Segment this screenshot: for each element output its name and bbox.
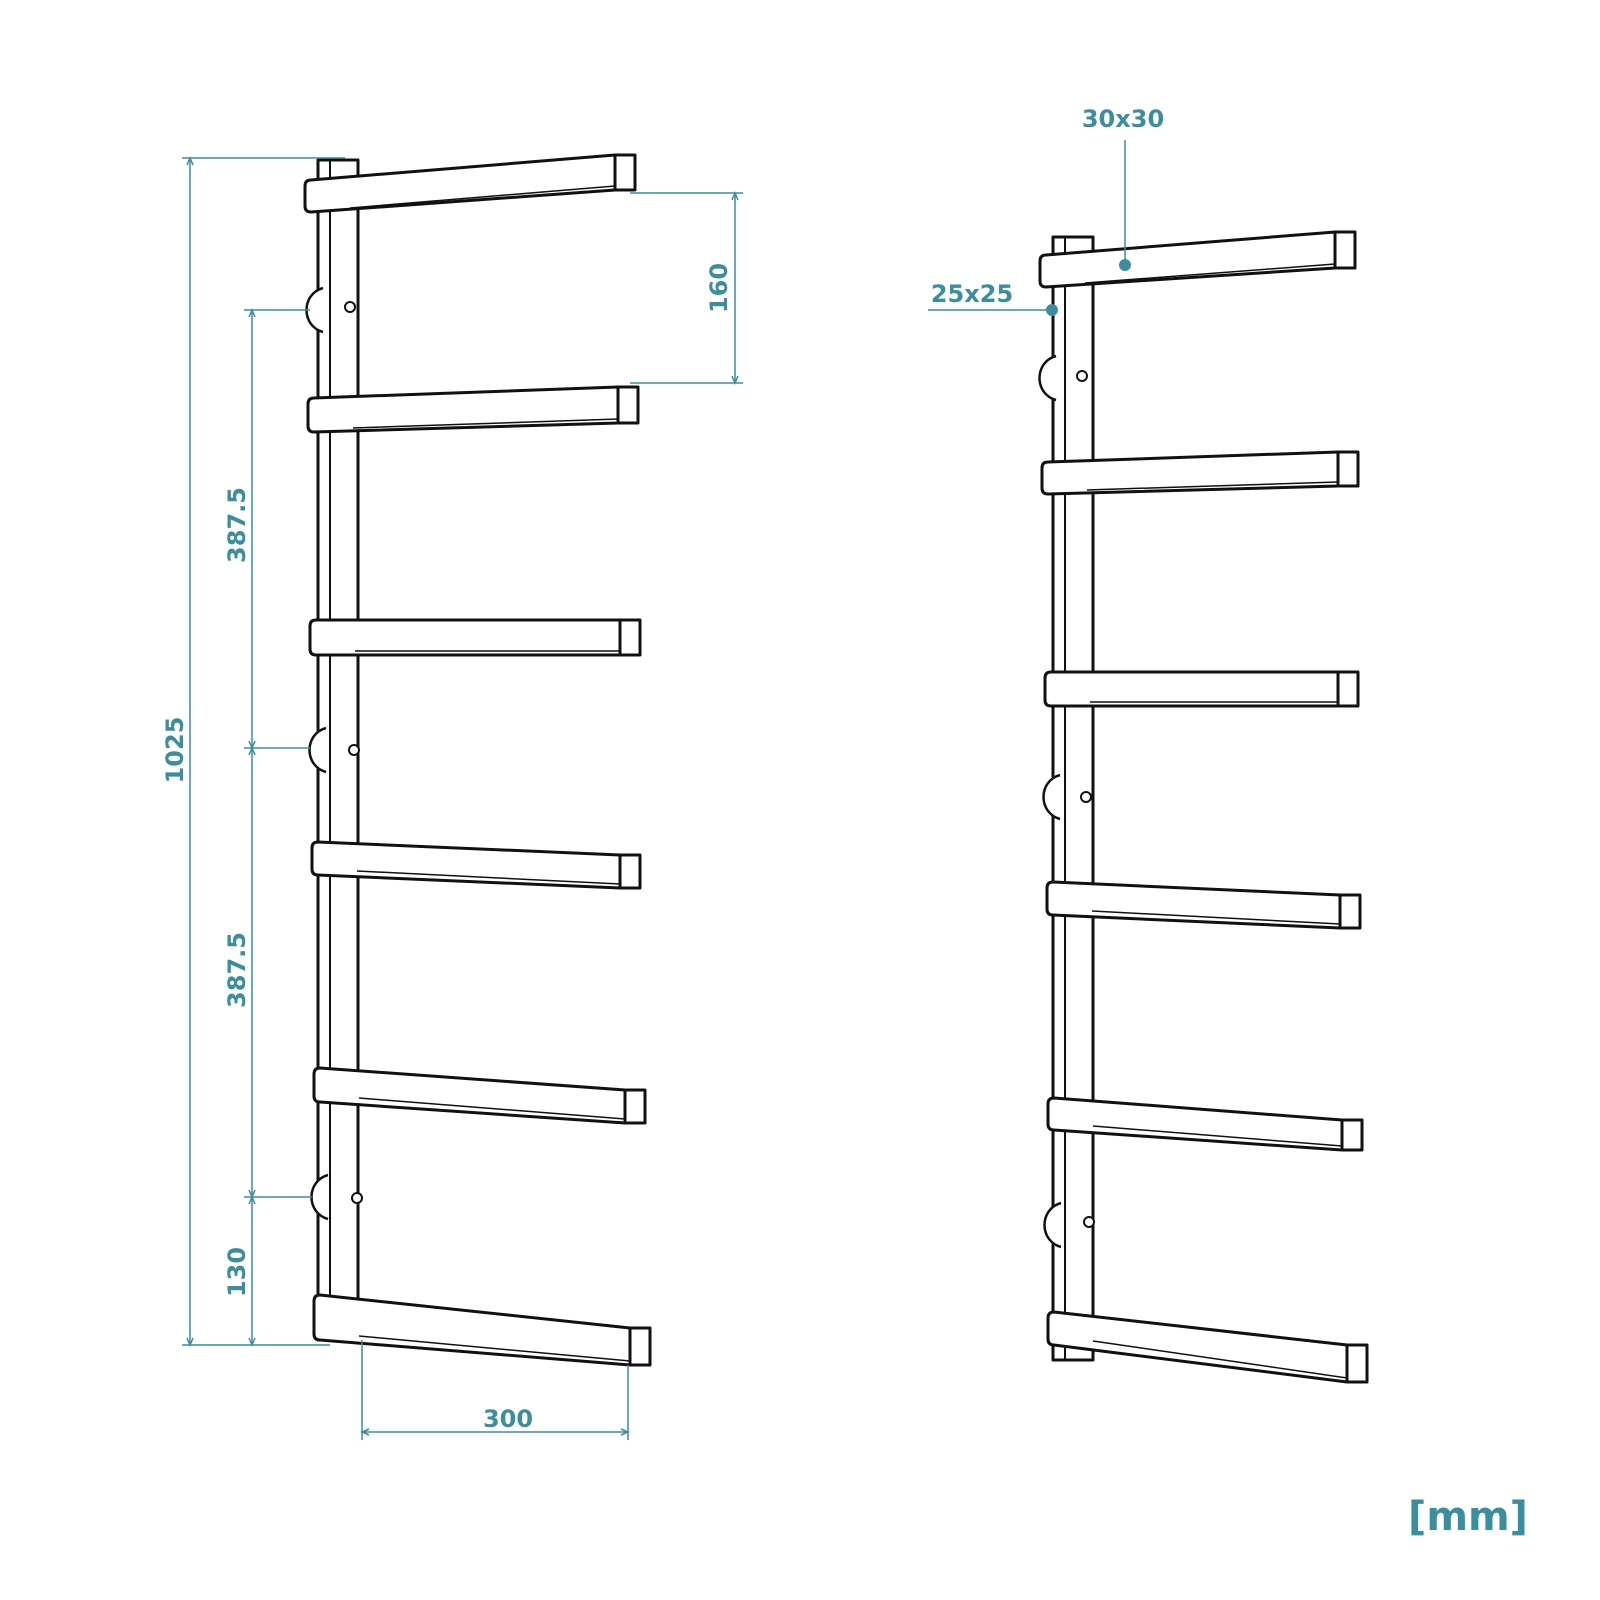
shelf-arm — [310, 840, 622, 890]
arm-end-face — [1336, 670, 1360, 708]
arm-edge-line — [1092, 1340, 1348, 1379]
keyhole-bracket — [1038, 354, 1057, 402]
dim-spacing-lower-label: 387.5 — [223, 932, 251, 1008]
dimension-arrow — [248, 308, 256, 318]
dimension-arrow — [248, 746, 256, 756]
shelf-arm — [1043, 670, 1340, 708]
arm-edge-line — [352, 418, 619, 429]
keyhole-bracket — [1043, 1201, 1062, 1249]
callout-dot — [1046, 304, 1058, 316]
dim-arm-depth-label: 300 — [483, 1405, 533, 1433]
dimension-arrow — [731, 375, 739, 385]
shelf-arm — [1038, 230, 1337, 289]
profile-rack — [1038, 230, 1369, 1384]
dimension-arrow — [248, 1195, 256, 1205]
keyhole-bracket — [308, 726, 327, 774]
shelf-arm — [312, 1293, 632, 1367]
shelf-arm — [303, 153, 617, 214]
dim-spacing-upper-label: 387.5 — [223, 487, 251, 563]
arm-edge-line — [1091, 910, 1341, 925]
arm-edge-line — [356, 870, 621, 885]
arm-end-face — [628, 1326, 652, 1367]
callout-arm-profile-label: 30x30 — [1082, 105, 1164, 133]
arm-edge-line — [1086, 481, 1339, 491]
screw-icon — [1076, 370, 1088, 382]
screw-icon — [1083, 1216, 1095, 1228]
arm-edge-line — [1084, 263, 1336, 284]
arm-edge-line — [349, 185, 616, 209]
callout-post-profile-label: 25x25 — [931, 280, 1013, 308]
dimension-arrow — [186, 156, 194, 166]
dimension-arrow — [620, 1428, 630, 1436]
shelf-arm — [1046, 1096, 1344, 1152]
shelf-arm — [1045, 880, 1342, 930]
dimension-arrow — [360, 1428, 370, 1436]
dimension-arrow — [731, 191, 739, 201]
shelf-arm — [312, 1066, 627, 1125]
arm-end-face — [1338, 893, 1362, 930]
screw-icon — [351, 1192, 363, 1204]
arm-edge-line — [358, 1097, 626, 1120]
dim-bottom-offset-label: 130 — [223, 1247, 251, 1297]
screw-icon — [348, 744, 360, 756]
dimension-arrow — [186, 1337, 194, 1347]
dim-total-height-label: 1025 — [161, 717, 189, 784]
screw-icon — [344, 301, 356, 313]
arm-edge-line — [358, 1335, 631, 1362]
arm-edge-line — [1092, 1125, 1343, 1147]
arm-end-face — [1336, 450, 1360, 488]
arm-end-face — [613, 153, 637, 192]
arm-end-face — [618, 618, 642, 657]
shelf-arm — [1046, 1310, 1349, 1384]
dimension-arrow — [248, 1337, 256, 1347]
arm-end-face — [1345, 1343, 1369, 1384]
screw-icon — [1080, 791, 1092, 803]
dimensioned-rack — [303, 153, 652, 1367]
shelf-arm — [306, 385, 620, 434]
arm-end-face — [1333, 230, 1357, 270]
arm-end-face — [623, 1088, 647, 1125]
shelf-arm — [1040, 450, 1340, 496]
callout-dot — [1119, 259, 1131, 271]
dim-arm-spacing-label: 160 — [705, 263, 733, 313]
arm-end-face — [1340, 1118, 1364, 1152]
keyhole-bracket — [310, 1173, 329, 1221]
keyhole-bracket — [1042, 773, 1061, 821]
shelf-arm — [308, 618, 622, 657]
arm-end-face — [618, 853, 642, 890]
arm-end-face — [616, 385, 640, 425]
unit-label: [mm] — [1408, 1494, 1528, 1540]
vertical-post — [1051, 235, 1095, 1362]
